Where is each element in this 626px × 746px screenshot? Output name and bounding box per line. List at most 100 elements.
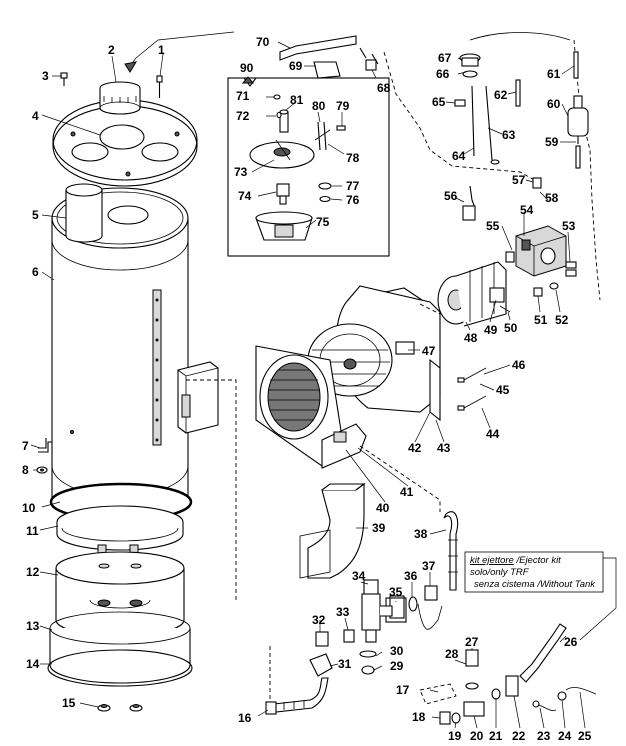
kit-note-italian: kit ejettore xyxy=(470,555,514,566)
label-25: 25 xyxy=(578,729,592,743)
label-22: 22 xyxy=(512,729,526,743)
label-58: 58 xyxy=(545,191,559,205)
washer-8 xyxy=(36,466,48,474)
base-drum xyxy=(55,551,185,637)
label-8: 8 xyxy=(22,463,29,477)
label-29: 29 xyxy=(390,659,404,673)
leader-lines xyxy=(30,41,586,729)
small-screws xyxy=(457,367,487,411)
label-34: 34 xyxy=(352,569,366,583)
flow-arrow-line xyxy=(129,31,235,67)
label-18: 18 xyxy=(412,710,426,724)
boiler-assembly xyxy=(36,72,219,712)
outer-casing xyxy=(51,183,219,500)
label-45: 45 xyxy=(496,383,510,397)
label-32: 32 xyxy=(312,613,326,627)
label-40: 40 xyxy=(376,501,390,515)
label-43: 43 xyxy=(437,441,451,455)
oil-line-top xyxy=(279,35,379,79)
label-64: 64 xyxy=(452,149,466,163)
label-37: 37 xyxy=(422,559,436,573)
label-49: 49 xyxy=(484,323,498,337)
label-5: 5 xyxy=(32,208,39,222)
label-14: 14 xyxy=(26,657,40,671)
label-48: 48 xyxy=(464,331,478,345)
label-28: 28 xyxy=(445,647,459,661)
fuel-pump xyxy=(505,225,577,277)
kit-note-english: Ejector kit xyxy=(519,555,561,566)
label-17: 17 xyxy=(396,683,410,697)
base-pan xyxy=(47,611,193,687)
label-73: 73 xyxy=(234,165,248,179)
kit-note-without-tank: senza cistema /Without Tank xyxy=(474,579,596,590)
label-79: 79 xyxy=(336,99,350,113)
label-56: 56 xyxy=(444,189,458,203)
base-ring xyxy=(56,505,184,558)
flex-hose xyxy=(265,677,329,715)
feet xyxy=(97,704,143,712)
label-21: 21 xyxy=(489,729,503,743)
clip-bracket xyxy=(38,438,52,453)
ejector-kit xyxy=(361,511,459,643)
label-20: 20 xyxy=(470,729,484,743)
flow-arrowhead xyxy=(124,61,137,73)
label-74: 74 xyxy=(238,189,252,203)
air-duct xyxy=(299,482,366,579)
label-4: 4 xyxy=(32,109,39,123)
label-62: 62 xyxy=(494,88,508,102)
svg-text:kit ejettore /Ejector kit: kit ejettore /Ejector kit xyxy=(470,555,561,566)
part-number-labels: 1 2 3 4 5 6 7 8 10 11 12 13 14 15 16 17 … xyxy=(22,35,592,743)
label-78: 78 xyxy=(346,151,360,165)
connector-dash-1 xyxy=(186,379,237,600)
label-75: 75 xyxy=(316,215,330,229)
label-65: 65 xyxy=(432,95,446,109)
flue-collar xyxy=(99,81,141,115)
label-77: 77 xyxy=(346,179,360,193)
label-13: 13 xyxy=(26,619,40,633)
label-72: 72 xyxy=(236,109,250,123)
label-33: 33 xyxy=(336,605,350,619)
label-10: 10 xyxy=(22,501,36,515)
label-26: 26 xyxy=(564,635,578,649)
label-27: 27 xyxy=(465,635,479,649)
air-inlet-grille xyxy=(255,345,367,469)
burner-motor xyxy=(437,261,559,327)
burner-head-kit-box xyxy=(227,76,390,257)
connector-dash-3 xyxy=(359,445,441,512)
top-cover-plate xyxy=(52,99,198,187)
label-15: 15 xyxy=(62,696,76,710)
label-1: 1 xyxy=(158,43,165,57)
label-23: 23 xyxy=(537,729,551,743)
label-66: 66 xyxy=(436,67,450,81)
label-7: 7 xyxy=(22,439,29,453)
label-6: 6 xyxy=(32,265,39,279)
label-81: 81 xyxy=(290,93,304,107)
label-42: 42 xyxy=(408,441,422,455)
kit-note-only-trf: solo/only TRF xyxy=(470,567,530,578)
screw-3 xyxy=(60,72,68,86)
label-59: 59 xyxy=(545,135,559,149)
label-53: 53 xyxy=(562,219,576,233)
fuel-line-right xyxy=(383,32,601,301)
label-30: 30 xyxy=(390,644,404,658)
label-39: 39 xyxy=(372,521,386,535)
label-2: 2 xyxy=(108,43,115,57)
label-46: 46 xyxy=(512,358,526,372)
label-70: 70 xyxy=(256,35,270,49)
label-38: 38 xyxy=(414,527,428,541)
label-16: 16 xyxy=(238,711,252,725)
label-19: 19 xyxy=(448,729,462,743)
label-50: 50 xyxy=(504,321,518,335)
label-80: 80 xyxy=(312,99,326,113)
label-52: 52 xyxy=(555,313,569,327)
label-57: 57 xyxy=(512,173,526,187)
label-3: 3 xyxy=(42,69,49,83)
label-60: 60 xyxy=(547,97,561,111)
label-11: 11 xyxy=(26,524,39,538)
label-63: 63 xyxy=(502,128,516,142)
label-76: 76 xyxy=(346,193,360,207)
label-61: 61 xyxy=(547,67,561,81)
label-36: 36 xyxy=(404,569,418,583)
label-54: 54 xyxy=(520,203,534,217)
